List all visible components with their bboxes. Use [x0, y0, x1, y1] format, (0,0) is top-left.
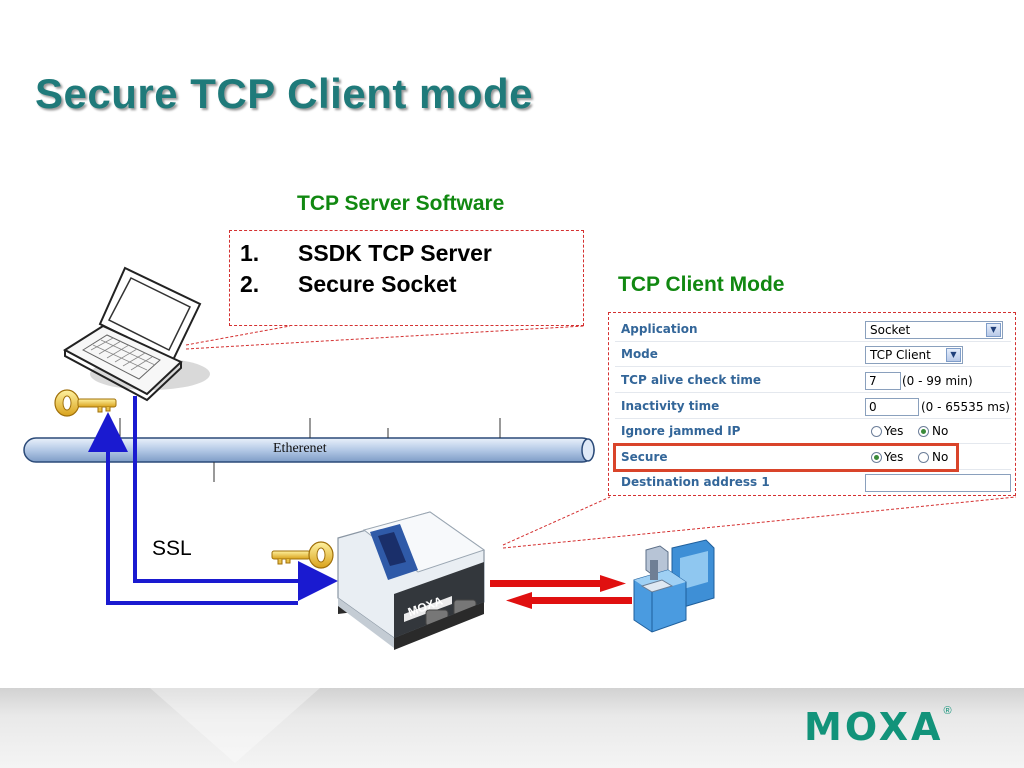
list-item: 2. Secure Socket: [240, 271, 457, 298]
secure-yes-radio[interactable]: [871, 452, 882, 463]
field-hint: (0 - 65535 ms): [921, 400, 1010, 414]
row-label: Application: [621, 322, 698, 336]
key-icon: [54, 389, 117, 417]
radio-label: Yes: [884, 450, 904, 464]
ignore-jammed-no-radio[interactable]: [918, 426, 929, 437]
list-item-number: 1.: [240, 240, 260, 266]
mode-select[interactable]: TCP Client ▼: [865, 346, 963, 364]
radio-label: No: [932, 450, 949, 464]
moxa-logo: MOXA®: [804, 705, 952, 749]
row-label: Secure: [621, 450, 668, 464]
key-icon: [271, 541, 334, 569]
row-label: Inactivity time: [621, 399, 720, 413]
connector-line: [185, 325, 585, 350]
logo-text: MOXA: [804, 705, 944, 749]
settings-row-destination: Destination address 1: [609, 471, 1015, 495]
client-mode-heading: TCP Client Mode: [618, 273, 785, 296]
connector-line: [502, 496, 611, 546]
footer-decoration: [150, 688, 320, 763]
ethernet-label: Etherenet: [273, 441, 327, 456]
secure-highlight-box: [613, 443, 959, 472]
page-title: Secure TCP Client mode: [35, 70, 534, 117]
secure-no-radio[interactable]: [918, 452, 929, 463]
ethernet-bus: [23, 437, 595, 463]
slide-footer: [0, 688, 1024, 768]
settings-row-alive: TCP alive check time 7 (0 - 99 min): [609, 369, 1015, 393]
ignore-jammed-yes-radio[interactable]: [871, 426, 882, 437]
radio-label: No: [932, 424, 949, 438]
connector-line: [502, 496, 1017, 549]
radio-label: Yes: [884, 424, 904, 438]
serial-arrows: [490, 575, 632, 609]
nport-device-icon: [337, 511, 486, 650]
row-label: Ignore jammed IP: [621, 424, 741, 438]
select-value: TCP Client: [870, 348, 931, 362]
list-item-text: SSDK TCP Server: [298, 240, 492, 266]
row-label: TCP alive check time: [621, 373, 761, 387]
server-software-box: 1. SSDK TCP Server 2. Secure Socket: [229, 230, 584, 326]
application-select[interactable]: Socket ▼: [865, 321, 1003, 339]
inactivity-time-input[interactable]: 0: [865, 398, 919, 416]
select-value: Socket: [870, 323, 911, 337]
ssl-arrow-out: [133, 396, 338, 601]
row-label: Mode: [621, 347, 658, 361]
list-item-number: 2.: [240, 271, 260, 297]
serial-device-icon: [633, 539, 715, 633]
alive-time-input[interactable]: 7: [865, 372, 901, 390]
settings-row-application: Application Socket ▼: [609, 318, 1015, 342]
field-hint: (0 - 99 min): [902, 374, 973, 388]
list-item: 1. SSDK TCP Server: [240, 240, 492, 267]
server-software-heading: TCP Server Software: [297, 192, 505, 215]
settings-panel: Application Socket ▼ Mode TCP Client ▼ T…: [608, 312, 1016, 496]
laptop-icon: [63, 266, 210, 402]
ssl-label: SSL: [152, 537, 192, 560]
ssl-arrow-in: [88, 412, 298, 605]
destination-address-input[interactable]: [865, 474, 1011, 492]
settings-row-mode: Mode TCP Client ▼: [609, 343, 1015, 367]
registered-mark: ®: [943, 705, 952, 717]
chevron-down-icon[interactable]: ▼: [986, 323, 1001, 337]
connector-line: [185, 325, 291, 346]
row-label: Destination address 1: [621, 475, 770, 489]
list-item-text: Secure Socket: [298, 271, 457, 297]
settings-row-ignore-jammed: Ignore jammed IP Yes No: [609, 420, 1015, 444]
chevron-down-icon[interactable]: ▼: [946, 348, 961, 362]
settings-row-inactivity: Inactivity time 0 (0 - 65535 ms): [609, 395, 1015, 419]
